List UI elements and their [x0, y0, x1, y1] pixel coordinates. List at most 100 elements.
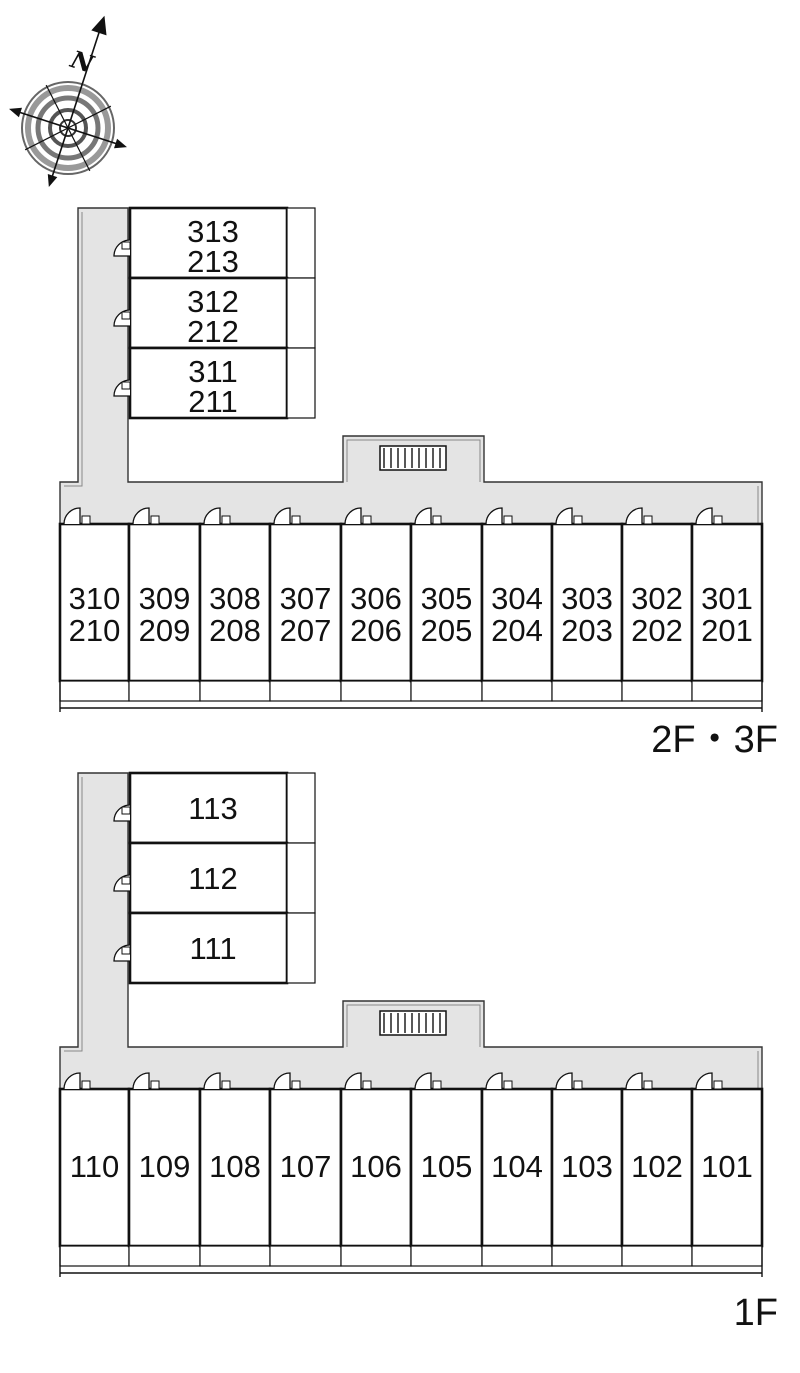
- door: [625, 507, 643, 525]
- stair: [379, 1010, 447, 1036]
- door: [63, 507, 81, 525]
- door: [695, 1072, 713, 1090]
- door: [273, 1072, 291, 1090]
- meter-box: [503, 1080, 513, 1090]
- unit-number: 102: [631, 1149, 683, 1184]
- balcony: [286, 842, 316, 914]
- unit-number: 306: [350, 581, 402, 616]
- balcony: [481, 680, 553, 702]
- balcony: [286, 772, 316, 844]
- meter-box: [150, 515, 160, 525]
- unit: [620, 522, 694, 683]
- unit-number: 108: [209, 1149, 261, 1184]
- unit: [58, 1087, 131, 1248]
- meter-box: [713, 515, 723, 525]
- unit-number: 302: [631, 581, 683, 616]
- unit: [339, 522, 413, 683]
- unit-number: 204: [491, 613, 543, 648]
- unit: [550, 1087, 624, 1248]
- meter-box: [573, 1080, 583, 1090]
- unit-number: 105: [421, 1149, 473, 1184]
- door: [555, 507, 573, 525]
- balcony: [59, 680, 130, 702]
- balcony: [199, 1245, 271, 1267]
- meter-box: [362, 515, 372, 525]
- meter-box: [81, 515, 91, 525]
- meter-box: [503, 515, 513, 525]
- balcony: [269, 680, 342, 702]
- door: [555, 1072, 573, 1090]
- balcony: [286, 207, 316, 279]
- unit: [620, 1087, 694, 1248]
- meter-box: [121, 806, 131, 815]
- balcony: [410, 680, 483, 702]
- corridor-rail: [64, 777, 759, 1089]
- unit-number: 301: [701, 581, 753, 616]
- unit-number: 206: [350, 613, 402, 648]
- meter-box: [291, 1080, 301, 1090]
- unit-number: 210: [69, 613, 121, 648]
- unit-number: 313: [187, 214, 239, 249]
- meter-box: [432, 1080, 442, 1090]
- unit-number: 304: [491, 581, 543, 616]
- unit-number: 103: [561, 1149, 613, 1184]
- balcony: [59, 1245, 130, 1267]
- meter-box: [221, 515, 231, 525]
- unit-number: 104: [491, 1149, 543, 1184]
- unit-number: 111: [189, 931, 236, 966]
- balcony: [269, 1245, 342, 1267]
- unit: [690, 522, 764, 683]
- balcony: [128, 1245, 201, 1267]
- unit-number: 109: [139, 1149, 191, 1184]
- unit: [409, 522, 484, 683]
- door: [625, 1072, 643, 1090]
- unit-number: 213: [187, 244, 239, 279]
- corridor-rail: [64, 212, 759, 524]
- meter-box: [121, 381, 131, 390]
- unit-number: 208: [209, 613, 261, 648]
- door: [203, 507, 221, 525]
- door: [344, 1072, 362, 1090]
- unit-number: 201: [701, 613, 753, 648]
- balcony: [286, 912, 316, 984]
- balcony: [691, 1245, 763, 1267]
- unit-number: 308: [209, 581, 261, 616]
- meter-box: [643, 515, 653, 525]
- unit-number: 303: [561, 581, 613, 616]
- door: [344, 507, 362, 525]
- compass-rose-icon: N: [9, 15, 127, 187]
- balcony: [286, 277, 316, 349]
- meter-box: [121, 876, 131, 885]
- upper-floors-plan: 3132133122123112113102103092093082083072…: [58, 206, 764, 712]
- unit-number: 110: [70, 1149, 119, 1184]
- unit-number: 211: [188, 384, 237, 419]
- balcony: [551, 1245, 623, 1267]
- unit: [550, 522, 624, 683]
- meter-box: [121, 311, 131, 320]
- unit-number: 112: [188, 861, 237, 896]
- unit: [128, 911, 289, 985]
- balcony: [691, 680, 763, 702]
- unit-number: 311: [188, 354, 237, 389]
- unit-number: 309: [139, 581, 191, 616]
- door: [132, 507, 150, 525]
- unit: [268, 522, 343, 683]
- stair: [379, 445, 447, 471]
- unit-number: 212: [187, 314, 239, 349]
- unit-number: 203: [561, 613, 613, 648]
- unit: [690, 1087, 764, 1248]
- balcony: [340, 680, 412, 702]
- meter-box: [643, 1080, 653, 1090]
- meter-box: [573, 515, 583, 525]
- unit-number: 305: [421, 581, 473, 616]
- balcony: [621, 680, 693, 702]
- door: [414, 1072, 432, 1090]
- door: [132, 1072, 150, 1090]
- unit-number: 107: [280, 1149, 332, 1184]
- meter-box: [291, 515, 301, 525]
- unit-number: 209: [139, 613, 191, 648]
- unit: [58, 522, 131, 683]
- meter-box: [81, 1080, 91, 1090]
